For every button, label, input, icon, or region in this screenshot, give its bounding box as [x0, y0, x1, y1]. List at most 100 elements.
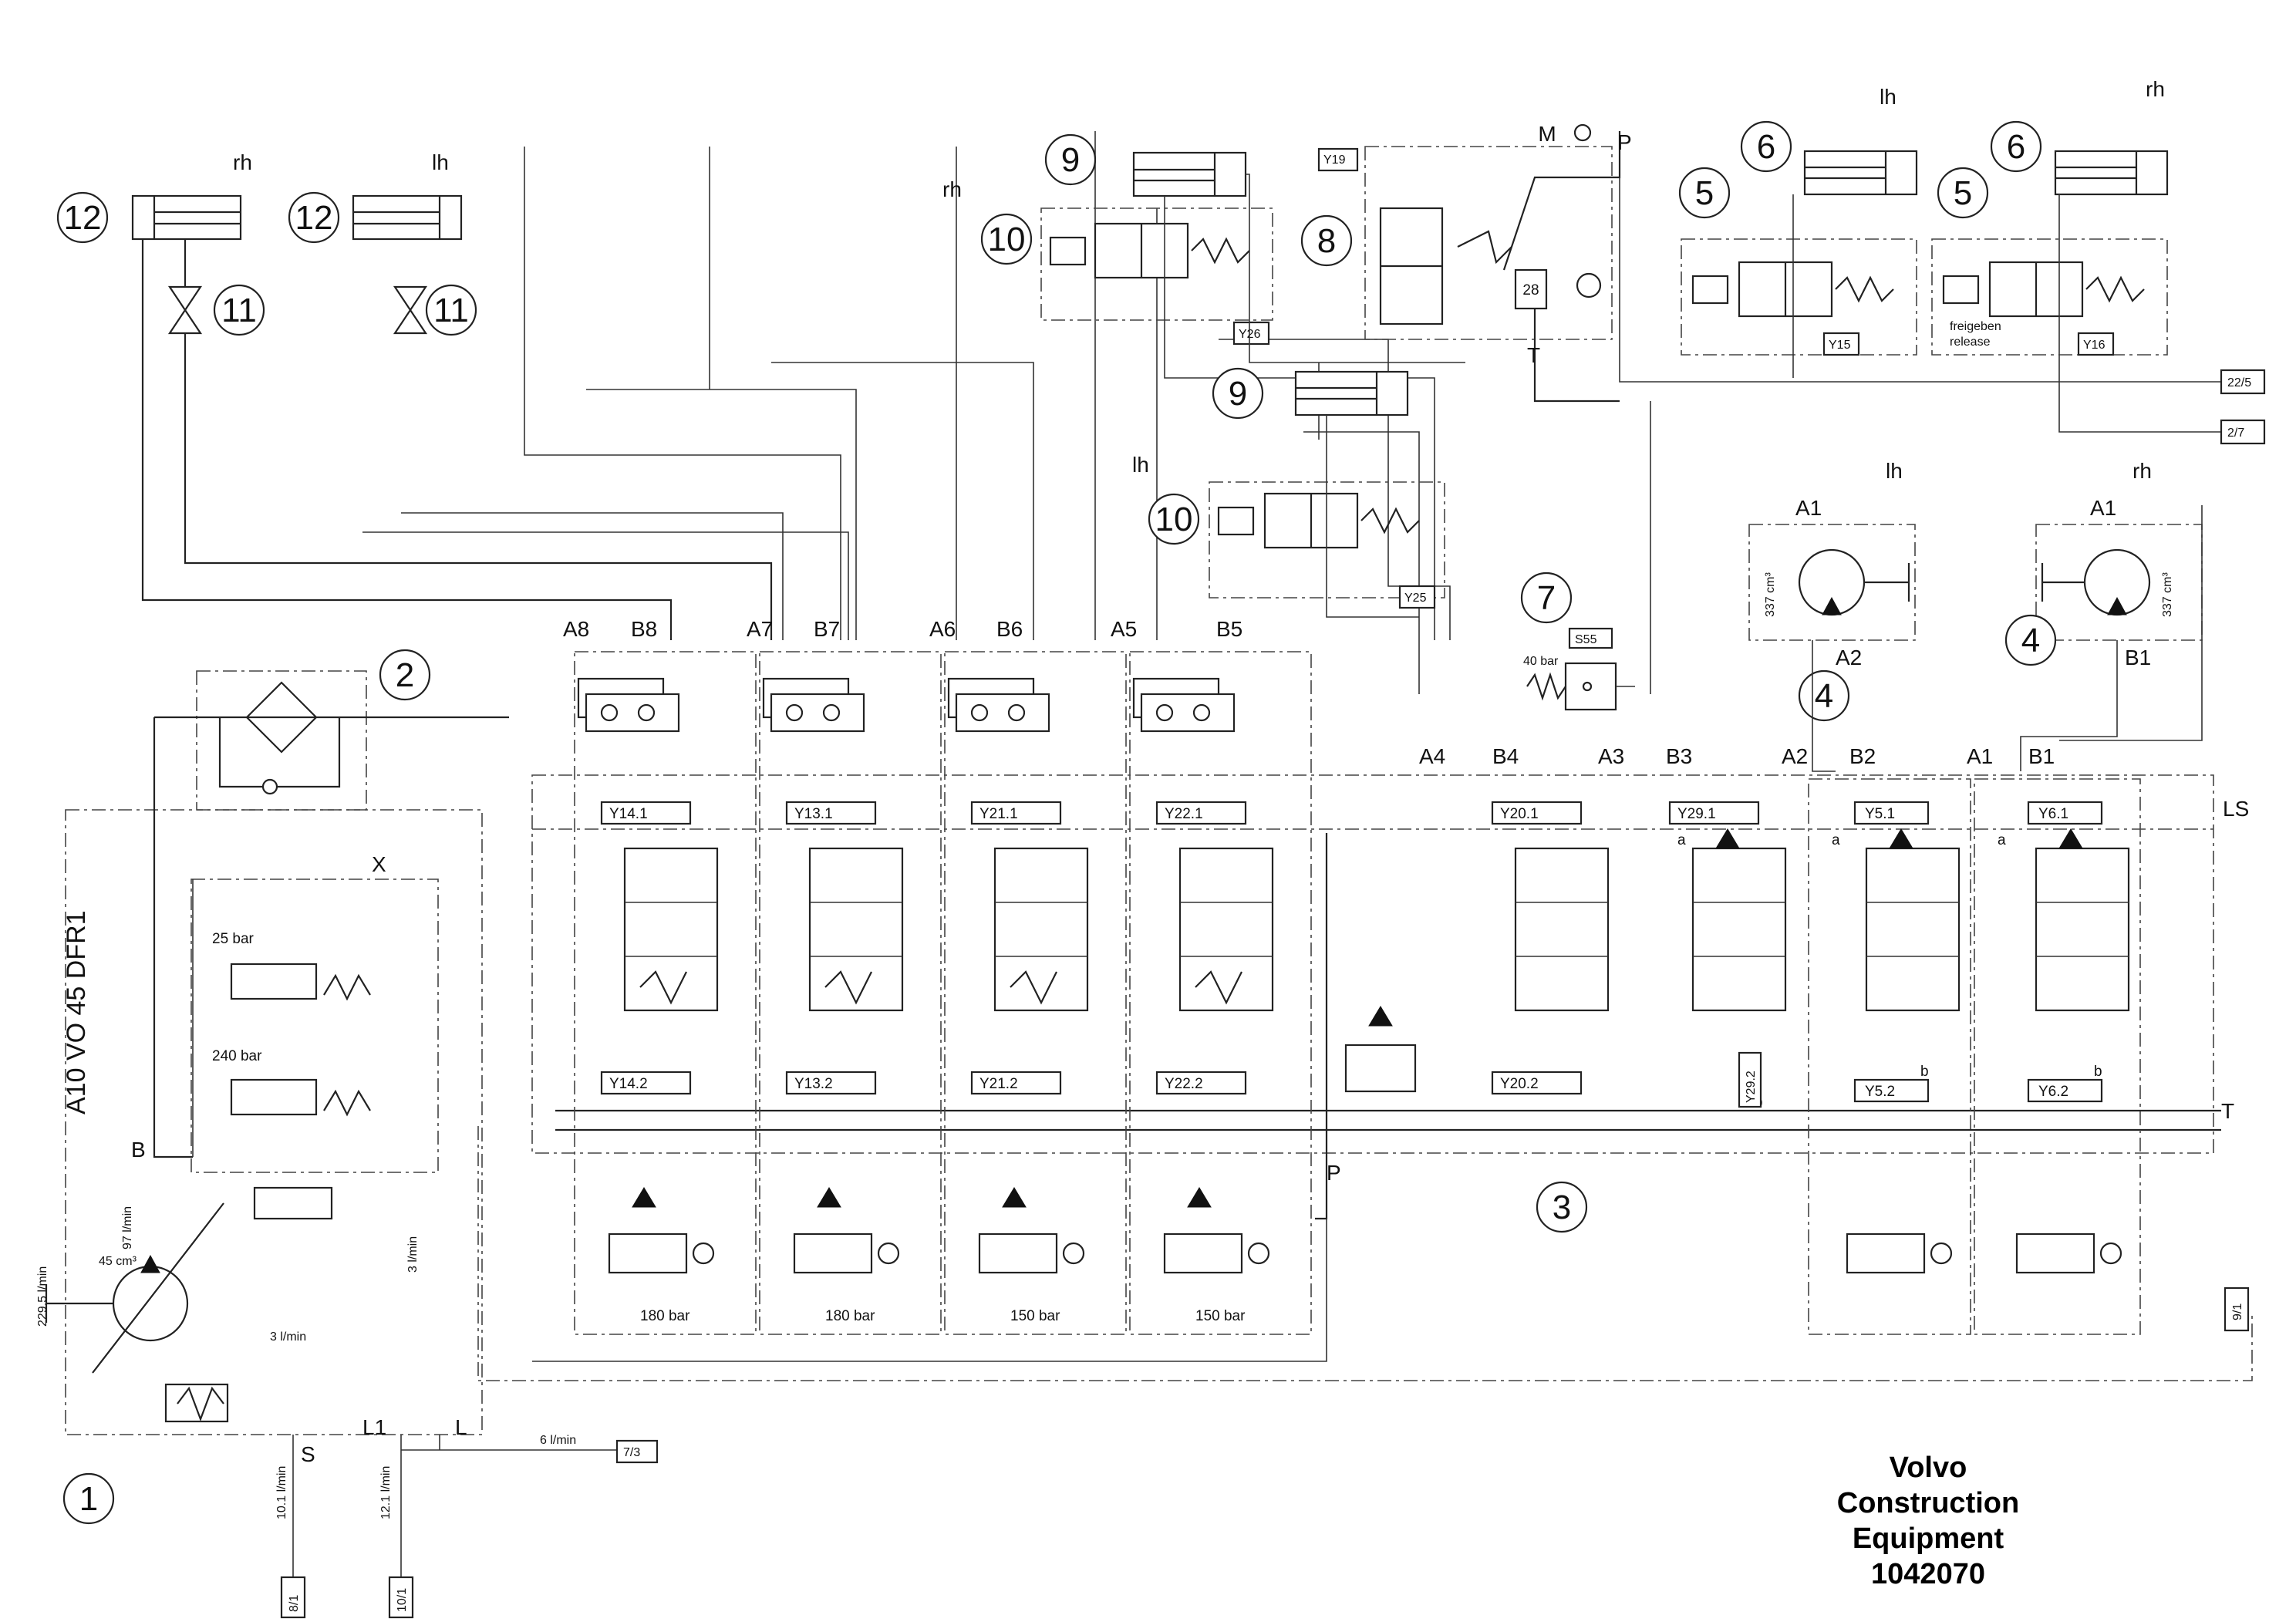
port-label: B5 [1216, 617, 1242, 641]
sheet-reference: 2/7 [2227, 427, 2244, 440]
cylinder-6-lh: 6 lh [1740, 85, 1918, 196]
port-label: B1 [2125, 646, 2151, 669]
solenoid-label: Y25 [1404, 592, 1427, 605]
port-label: M [1538, 122, 1556, 146]
valve-block-8: 8 Y19 28 M P T [1300, 122, 1632, 403]
sheet-reference: 22/5 [2227, 376, 2251, 389]
cylinder-12-rh: 12 rh [56, 150, 252, 244]
solenoid-label: Y19 [1323, 153, 1346, 167]
port-label: P [1617, 130, 1632, 154]
port-label: A2 [1836, 646, 1862, 669]
flow-label: 97 l/min [121, 1206, 134, 1249]
displacement-label: 45 cm³ [99, 1255, 137, 1268]
solenoid-label: Y13.2 [794, 1076, 833, 1092]
component-number: 5 [1695, 174, 1714, 212]
flow-label: 12.1 l/min [379, 1466, 393, 1519]
sheet-reference: 8/1 [288, 1595, 301, 1612]
sheet-reference: 7/3 [623, 1446, 640, 1459]
flow-label: 3 l/min [406, 1236, 420, 1273]
displacement-label: 337 cm³ [2161, 572, 2174, 617]
sheet-reference: 9/1 [2231, 1303, 2244, 1320]
spool-label: b [2094, 1064, 2102, 1080]
solenoid-label: Y6.1 [2038, 806, 2068, 822]
motor-4-lh: lh A1 337 cm³ A2 4 [1748, 459, 1916, 722]
release-label-en: release [1950, 336, 1991, 349]
component-number: 11 [433, 292, 469, 329]
solenoid-label: Y20.2 [1500, 1076, 1539, 1092]
solenoid-label: Y5.2 [1865, 1084, 1895, 1100]
spool-label: b [1920, 1064, 1929, 1080]
component-number: 12 [295, 199, 333, 237]
port-label: S [301, 1442, 315, 1466]
component-number: 9 [1229, 375, 1247, 413]
port-label: A8 [563, 617, 589, 641]
displacement-label: 337 cm³ [1764, 572, 1777, 617]
component-number: 12 [64, 199, 102, 237]
port-label: A2 [1782, 744, 1808, 768]
section-A2-B2: Y5.1 a b Y5.2 [1808, 778, 1971, 1335]
solenoid-label: Y21.1 [979, 806, 1018, 822]
switch-label: S55 [1575, 633, 1597, 646]
component-number: 6 [2007, 128, 2025, 166]
ref-box [280, 1576, 306, 1619]
component-number: 6 [1757, 128, 1775, 166]
relief-pressure: 180 bar [825, 1308, 875, 1324]
solenoid-label: Y29.2 [1745, 1071, 1758, 1103]
port-label: B4 [1492, 744, 1519, 768]
spool-label: a [1832, 832, 1840, 848]
solenoid-label: Y14.1 [609, 806, 648, 822]
port-label: A1 [1967, 744, 1993, 768]
component-number: 8 [1317, 222, 1336, 260]
filter-2: 2 [154, 649, 509, 811]
pressure-label: 240 bar [212, 1048, 262, 1064]
pressure-label: 40 bar [1523, 655, 1559, 668]
component-number: 4 [1815, 677, 1833, 715]
valve-number: 28 [1522, 282, 1539, 298]
valve-5-lh: 5 Y15 [1678, 167, 1917, 356]
component-number: 4 [2021, 622, 2040, 659]
solenoid-label: Y21.2 [979, 1076, 1018, 1092]
cylinder-9-lower: 9 [1212, 367, 1409, 420]
port-label: T [2221, 1099, 2234, 1123]
valve-10-lower: 10 lh Y25 [1132, 453, 1445, 609]
port-label: T [1527, 343, 1540, 367]
solenoid-label: Y20.1 [1500, 806, 1539, 822]
port-label: A3 [1598, 744, 1624, 768]
relief-pressure: 180 bar [640, 1308, 690, 1324]
port-label: LS [2223, 797, 2249, 821]
side-label-lh: lh [1886, 459, 1903, 483]
port-label: B2 [1849, 744, 1876, 768]
brand-name: Volvo Construction [1836, 1452, 2020, 1519]
section-A5-B5: Y22.1 Y22.2 150 bar [1129, 651, 1312, 1335]
port-label: A6 [929, 617, 956, 641]
side-label-rh: rh [233, 150, 252, 174]
motor-4-rh: rh A1 337 cm³ B1 4 [2004, 459, 2203, 669]
solenoid-label: Y6.2 [2038, 1084, 2068, 1100]
ref-box [615, 1439, 659, 1464]
ref-box [388, 1576, 414, 1619]
flow-label: 6 l/min [540, 1434, 576, 1447]
cylinder-12-lh: 12 lh [288, 150, 463, 244]
side-label-rh: rh [2132, 459, 2152, 483]
port-label: B8 [631, 617, 657, 641]
component-number: 1 [79, 1480, 98, 1518]
release-label-de: freigeben [1950, 320, 2001, 333]
relief-pressure: 150 bar [1010, 1308, 1060, 1324]
side-label-lh: lh [1880, 85, 1896, 109]
solenoid-label: Y16 [2083, 339, 2106, 352]
throttle-valve-11-rh: 11 [167, 284, 265, 336]
solenoid-label: Y29.1 [1677, 806, 1716, 822]
port-label: B1 [2028, 744, 2055, 768]
solenoid-label: Y22.1 [1165, 806, 1203, 822]
component-number: 7 [1537, 579, 1556, 617]
pressure-label: 25 bar [212, 931, 255, 947]
port-label: A1 [2090, 496, 2116, 520]
port-label: L [455, 1415, 467, 1439]
port-label: L1 [362, 1415, 386, 1439]
pump-1: A10 VO 45 DFR1 B X 25 bar 240 bar 45 cm³… [36, 809, 483, 1525]
solenoid-label: Y5.1 [1865, 806, 1895, 822]
section-A3-B3: Y29.1 a b Y29.2 [1668, 801, 1787, 1111]
component-number: 10 [1155, 501, 1193, 538]
port-label: B7 [814, 617, 840, 641]
cylinder-6-rh: 6 rh [1990, 77, 2169, 196]
